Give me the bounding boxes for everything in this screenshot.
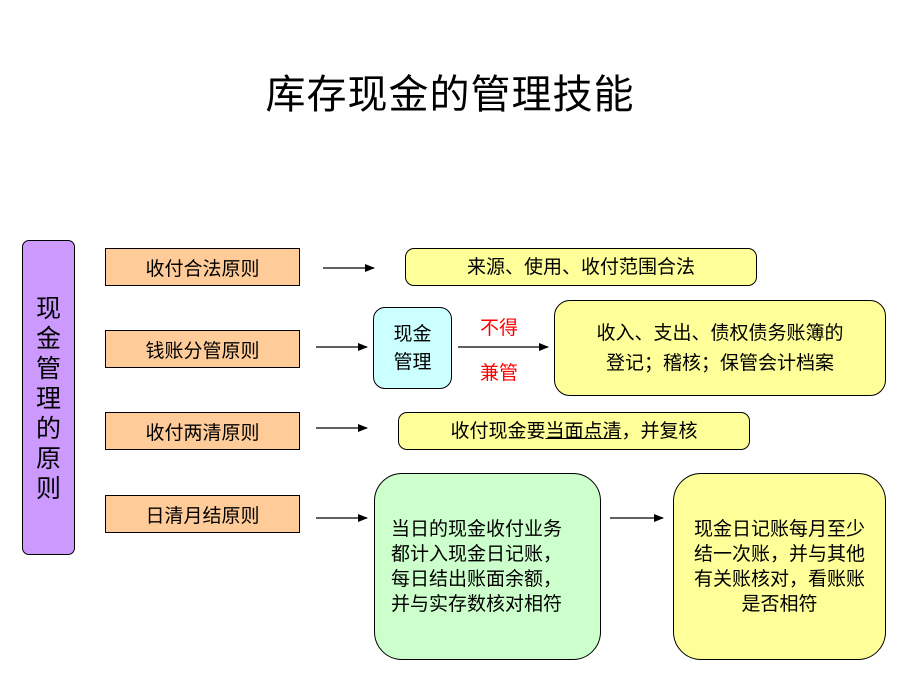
principle-separation: 钱账分管原则 [105,330,300,368]
yellow-line: 现金日记账每月至少 [693,517,865,540]
yellow-line: 结一次账，并与其他 [693,542,865,565]
result-legal-scope: 来源、使用、收付范围合法 [405,248,757,286]
principle-legal-payment: 收付合法原则 [105,248,300,286]
result-text-pre: 收付现金要 [450,420,546,442]
green-line: 每日结出账面余额， [391,567,563,590]
monthly-close-box: 现金日记账每月至少 结一次账，并与其他 有关账核对，看账账 是否相符 [673,473,886,660]
daily-record-box: 当日的现金收付业务 都计入现金日记账， 每日结出账面余额， 并与实存数核对相符 [374,473,601,660]
cash-line: 现金 [393,323,432,345]
result-line: 登记；稽核；保管会计档案 [605,352,834,374]
yellow-line: 有关账核对，看账账 [693,567,865,590]
side-char: 的 [35,413,61,443]
principle-clear-both: 收付两清原则 [105,412,300,450]
label-concurrent: 兼管 [480,362,519,384]
cash-line: 管理 [393,351,432,373]
principle-daily-monthly: 日清月结原则 [105,495,300,533]
cash-management-principles-label: 现 金 管 理 的 原 则 [22,240,75,555]
page-title: 库存现金的管理技能 [265,72,635,118]
yellow-line: 是否相符 [741,592,818,615]
green-line: 当日的现金收付业务 [391,517,563,540]
side-char: 则 [35,473,61,503]
label-must-not: 不得 [480,317,519,339]
side-char: 现 [35,293,61,323]
side-char: 理 [35,383,61,413]
result-count-on-spot: 收付现金要当面点清，并复核 [398,412,750,450]
side-char: 原 [35,443,61,473]
result-line: 收入、支出、债权债务账簿的 [596,322,844,344]
green-line: 并与实存数核对相符 [391,592,563,615]
result-text-post: ，并复核 [621,420,698,442]
cash-management-box: 现金 管理 [373,307,452,389]
green-line: 都计入现金日记账， [391,542,563,565]
side-char: 金 [35,323,61,353]
result-separation-duties: 收入、支出、债权债务账簿的 登记；稽核；保管会计档案 [554,300,886,396]
result-text-underlined: 当面点清 [545,420,622,442]
side-char: 管 [35,353,61,383]
